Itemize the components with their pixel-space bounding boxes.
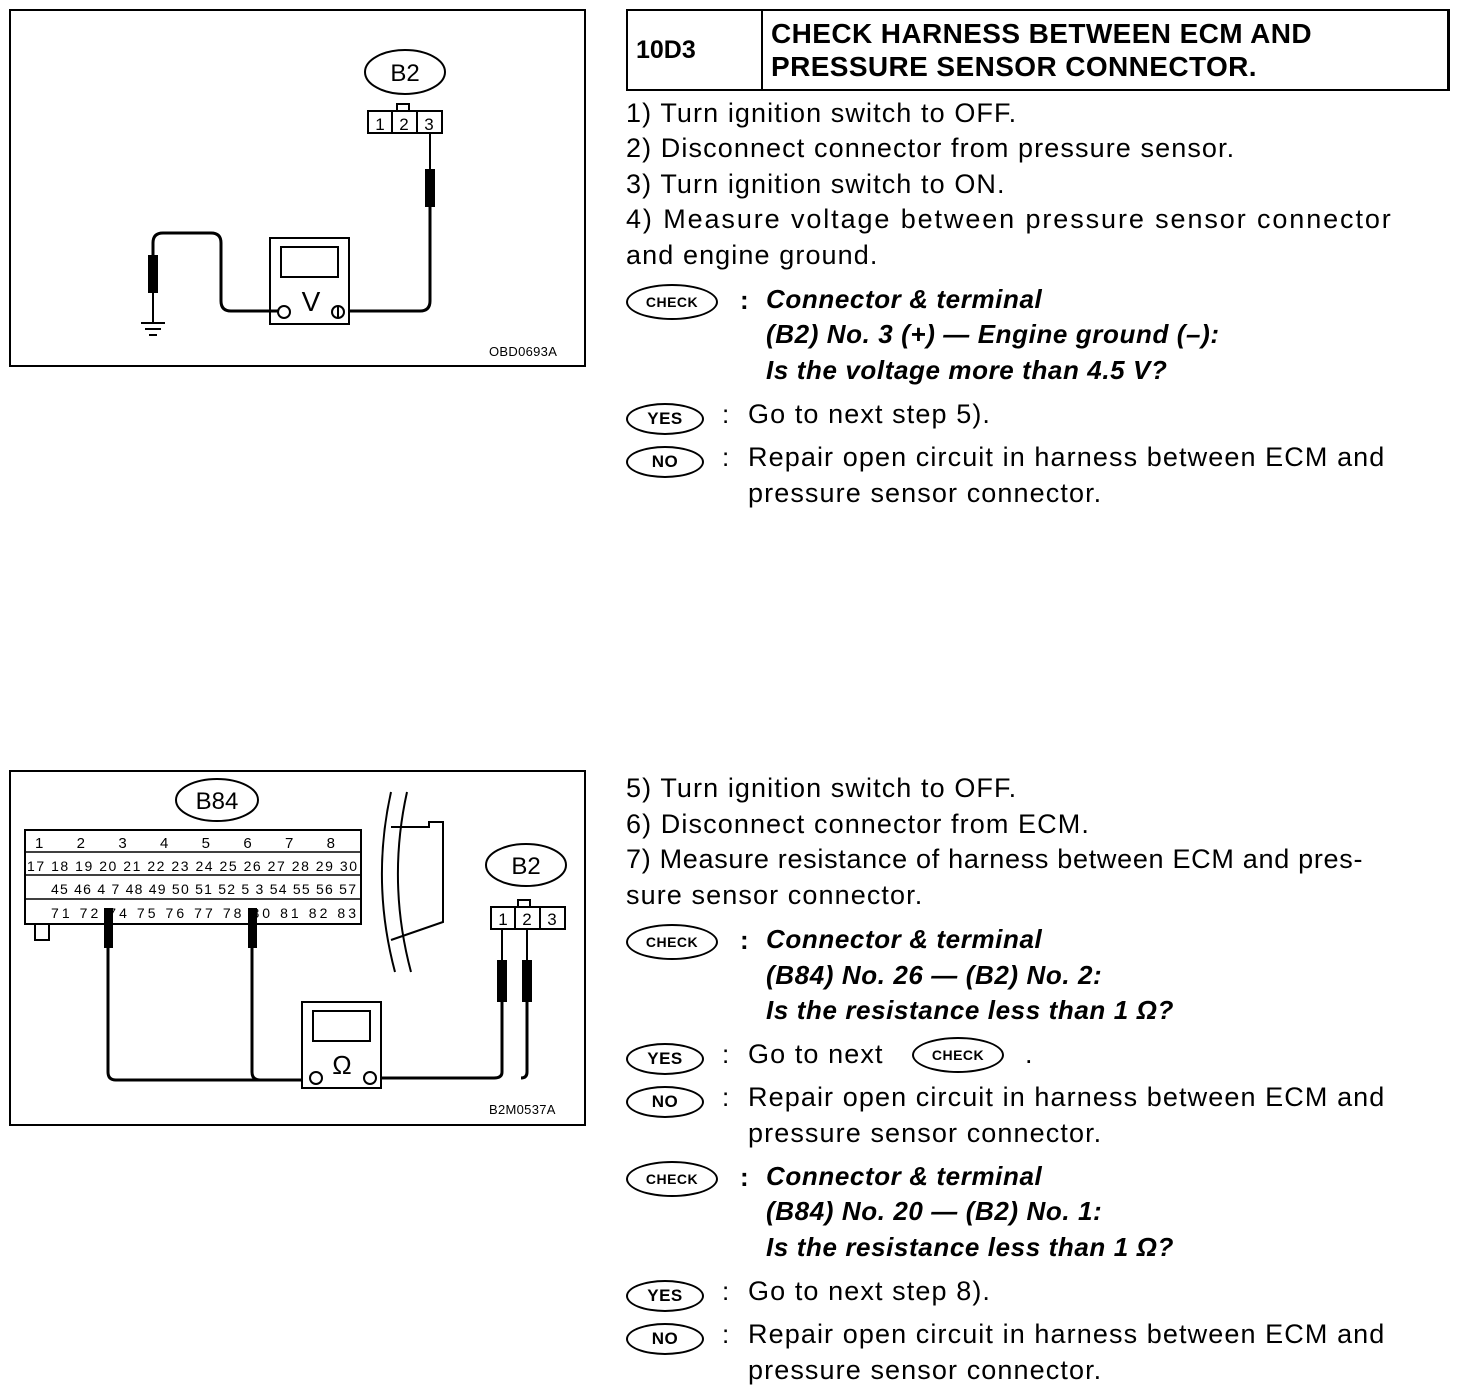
check3-line3: Is the resistance less than 1 Ω?	[766, 1232, 1174, 1262]
figure-resistance-measurement: B84 1 2 3 4 5 6 7 8 17 18 19 20 21 22 23…	[9, 770, 586, 1126]
step-4-cont: and engine ground.	[626, 240, 879, 270]
pin-3-text: 3	[424, 115, 433, 134]
step-7-cont: sure sensor connector.	[626, 880, 924, 910]
yes2-text: Go to next	[748, 1039, 884, 1069]
sensor-pin-3: 3	[547, 910, 556, 929]
check-badge-1: CHECK	[626, 284, 718, 320]
step-title: CHECK HARNESS BETWEEN ECM AND PRESSURE S…	[763, 11, 1447, 89]
no-badge-3: NO	[626, 1323, 704, 1355]
meter-v-symbol: V	[302, 286, 321, 317]
no1-line2: pressure sensor connector.	[748, 478, 1103, 508]
no1-line1: Repair open circuit in harness between E…	[748, 442, 1386, 472]
check3-line1: Connector & terminal	[766, 1161, 1043, 1191]
b2-label-text-2: B2	[511, 853, 540, 880]
colon: :	[740, 925, 749, 955]
yes-badge-2: YES	[626, 1043, 704, 1075]
yes3-text: Go to next step 8).	[748, 1276, 992, 1306]
step-header: 10D3 CHECK HARNESS BETWEEN ECM AND PRESS…	[626, 9, 1450, 91]
check1-line3: Is the voltage more than 4.5 V?	[766, 355, 1168, 385]
step-6: 6) Disconnect connector from ECM.	[626, 809, 1090, 839]
ecm-row1: 1 2 3 4 5 6 7 8	[35, 835, 335, 852]
step-2: 2) Disconnect connector from pressure se…	[626, 133, 1236, 163]
colon: :	[722, 1082, 730, 1112]
yes2-tail: .	[1025, 1039, 1034, 1069]
check3-line2: (B84) No. 20 — (B2) No. 1:	[766, 1196, 1103, 1226]
step-title-line1: CHECK HARNESS BETWEEN ECM AND	[771, 18, 1313, 49]
voltage-diagram: B2 1 2 3 V	[141, 49, 446, 336]
colon: :	[722, 1319, 730, 1349]
colon: :	[722, 1039, 730, 1069]
check-badge-3: CHECK	[626, 1161, 718, 1197]
step-code: 10D3	[628, 11, 763, 89]
sensor-pin-1: 1	[498, 910, 507, 929]
check1-line1: Connector & terminal	[766, 284, 1043, 314]
b2-label-text: B2	[390, 60, 419, 87]
colon: :	[722, 399, 730, 429]
no2-line2: pressure sensor connector.	[748, 1118, 1103, 1148]
no3-line1: Repair open circuit in harness between E…	[748, 1319, 1386, 1349]
step-title-line2: PRESSURE SENSOR CONNECTOR.	[771, 51, 1257, 82]
resistance-diagram: B84 1 2 3 4 5 6 7 8 17 18 19 20 21 22 23…	[24, 778, 567, 1089]
check-badge-2: CHECK	[626, 924, 718, 960]
pin-1-text: 1	[375, 115, 384, 134]
no2-line1: Repair open circuit in harness between E…	[748, 1082, 1386, 1112]
yes-badge-3: YES	[626, 1280, 704, 1312]
figure-code: B2M0537A	[489, 1102, 556, 1117]
step-5: 5) Turn ignition switch to OFF.	[626, 773, 1018, 803]
step-4: 4) Measure voltage between pressure sens…	[626, 204, 1393, 234]
ecm-row2: 17 18 19 20 21 22 23 24 25 26 27 28 29 3…	[27, 858, 357, 874]
yes-badge-1: YES	[626, 403, 704, 435]
check-badge-inline: CHECK	[912, 1037, 1004, 1073]
colon: :	[740, 285, 749, 315]
check2-line1: Connector & terminal	[766, 924, 1043, 954]
colon: :	[740, 1162, 749, 1192]
pin-2-text: 2	[399, 115, 408, 134]
figure-code: OBD0693A	[489, 344, 558, 359]
no-badge-2: NO	[626, 1086, 704, 1118]
ecm-row3: 45 46 4 7 48 49 50 51 52 5 3 54 55 56 57	[51, 881, 356, 897]
figure-voltage-measurement: B2 1 2 3 V OBD0693A	[9, 9, 586, 367]
no3-line2: pressure sensor connector.	[748, 1355, 1103, 1385]
meter-ohm-symbol: Ω	[332, 1050, 351, 1080]
yes1-text: Go to next step 5).	[748, 399, 992, 429]
step-3: 3) Turn ignition switch to ON.	[626, 169, 1006, 199]
b84-label-text: B84	[196, 788, 239, 815]
sensor-pin-2: 2	[522, 910, 531, 929]
no-badge-1: NO	[626, 446, 704, 478]
colon: :	[722, 442, 730, 472]
colon: :	[722, 1276, 730, 1306]
step-7: 7) Measure resistance of harness between…	[626, 844, 1364, 874]
check2-line2: (B84) No. 26 — (B2) No. 2:	[766, 960, 1103, 990]
step-1: 1) Turn ignition switch to OFF.	[626, 98, 1018, 128]
check2-line3: Is the resistance less than 1 Ω?	[766, 995, 1174, 1025]
check1-line2: (B2) No. 3 (+) — Engine ground (–):	[766, 319, 1220, 349]
